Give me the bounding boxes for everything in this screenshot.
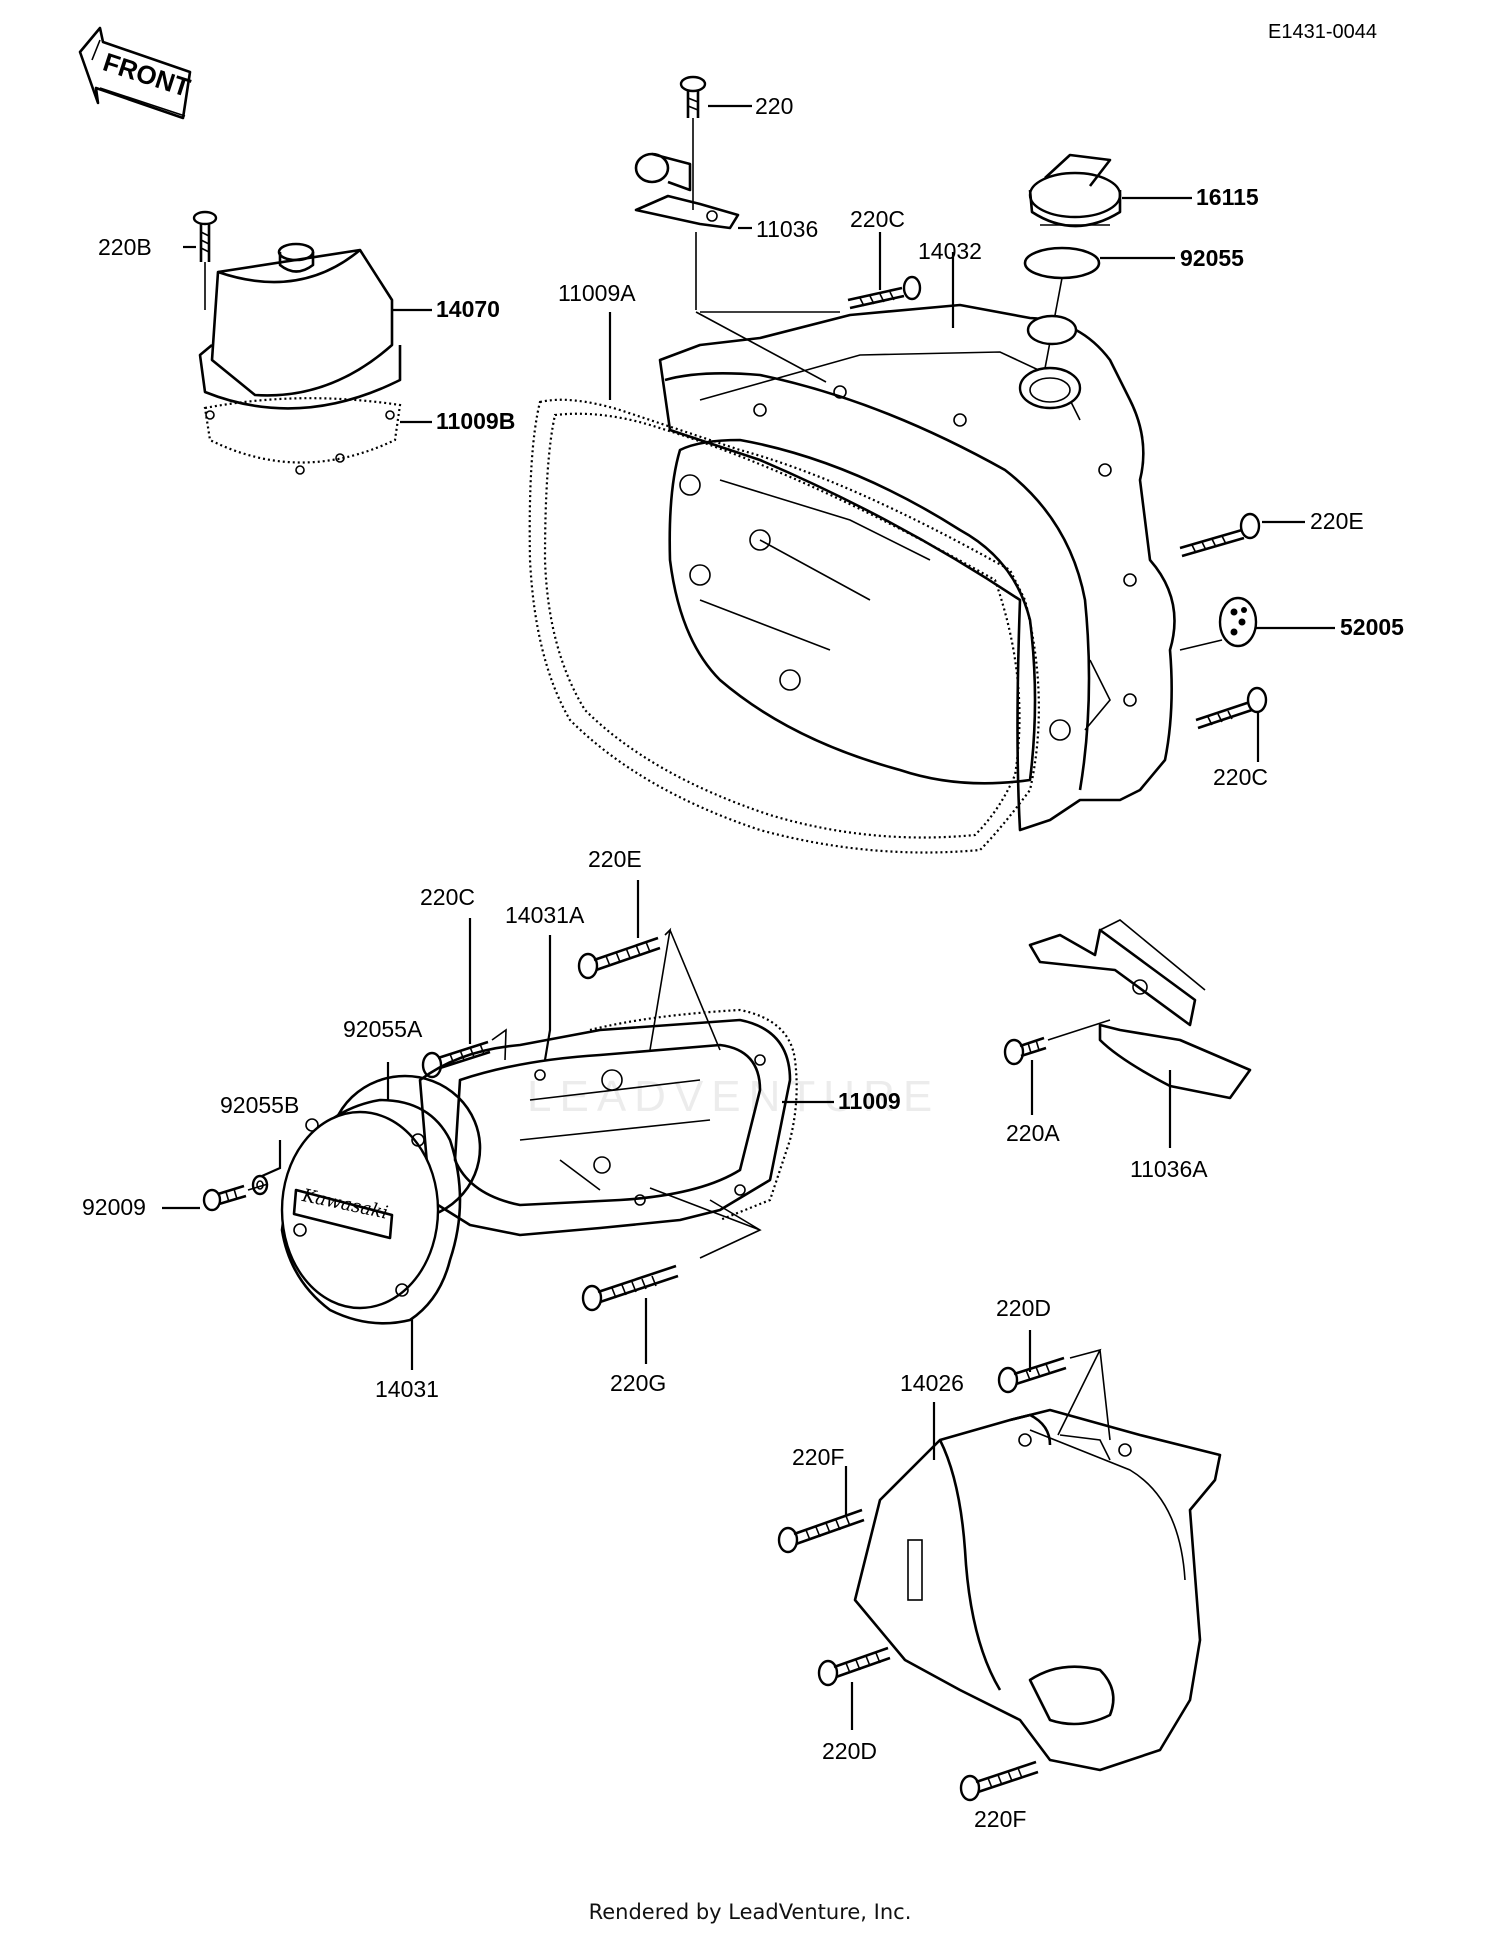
part-11009b-gasket <box>203 397 402 464</box>
label-11036[interactable]: 11036 <box>756 216 819 242</box>
label-220e-mid[interactable]: 220E <box>588 846 642 872</box>
label-92009[interactable]: 92009 <box>82 1194 146 1220</box>
watermark-text: LEADVENTURE <box>527 1072 941 1121</box>
part-11036a-bracket <box>1028 919 1252 1100</box>
bolt-220c-right-icon <box>1195 686 1268 730</box>
part-52005-plug <box>1179 596 1258 651</box>
bolt-220e-mid-icon <box>577 936 661 980</box>
assembly-line <box>695 232 840 383</box>
part-14070-cover <box>198 242 402 475</box>
bolt-220g-icon <box>581 1264 679 1312</box>
label-92055a[interactable]: 92055A <box>343 1016 423 1042</box>
label-220c-top[interactable]: 220C <box>850 206 905 232</box>
label-220g[interactable]: 220G <box>610 1370 667 1396</box>
part-11036-clamp <box>634 152 740 230</box>
label-14026[interactable]: 14026 <box>900 1370 964 1396</box>
label-16115[interactable]: 16115 <box>1196 184 1259 210</box>
bolt-line <box>649 1187 762 1259</box>
label-14070[interactable]: 14070 <box>436 296 500 322</box>
bolt-220e-icon <box>1179 512 1261 558</box>
part-92055-o-ring <box>1023 246 1101 280</box>
bolt-220c-icon <box>847 275 922 310</box>
front-arrow-icon: FRONT <box>78 26 194 120</box>
part-14031-outer-cover: Kawasaki <box>280 1098 462 1325</box>
label-220f-left[interactable]: 220F <box>792 1444 845 1470</box>
bolt-line <box>1057 1348 1111 1441</box>
label-220a[interactable]: 220A <box>1006 1120 1060 1146</box>
bolt-line <box>649 927 721 1051</box>
label-220c-right[interactable]: 220C <box>1213 764 1268 790</box>
label-14031[interactable]: 14031 <box>375 1376 439 1402</box>
leader-lines <box>162 104 1335 1730</box>
diagram-code: E1431-0044 <box>1268 21 1377 43</box>
bolt-220f-left-icon <box>777 1508 865 1554</box>
part-11009-gasket <box>589 1008 798 1222</box>
label-220c-mid[interactable]: 220C <box>420 884 475 910</box>
bolt-220d-top-icon <box>997 1356 1067 1394</box>
screw-92009-icon <box>202 1183 269 1212</box>
label-14032[interactable]: 14032 <box>918 238 982 264</box>
label-11036a[interactable]: 11036A <box>1130 1156 1208 1182</box>
label-11009a[interactable]: 11009A <box>558 280 636 306</box>
screw-220-icon <box>679 75 707 210</box>
screw-220b-icon <box>192 210 218 310</box>
label-14031a[interactable]: 14031A <box>505 902 585 928</box>
label-220[interactable]: 220 <box>755 93 794 119</box>
label-11009[interactable]: 11009 <box>838 1088 901 1114</box>
label-220f-bottom[interactable]: 220F <box>974 1806 1027 1832</box>
part-11009a-gasket-inner <box>543 412 1021 839</box>
part-14026-sprocket-cover <box>853 1408 1222 1772</box>
bolt-220d-bottom-icon <box>817 1646 891 1687</box>
part-14032-clutch-cover <box>658 303 1176 832</box>
label-220e-right[interactable]: 220E <box>1310 508 1364 534</box>
bolt-line <box>491 1028 507 1061</box>
part-14031a-inner-cover <box>418 1018 792 1237</box>
bolt-220a-icon <box>1003 1019 1111 1066</box>
bolt-220c-mid-icon <box>421 1040 491 1079</box>
label-11009b[interactable]: 11009B <box>436 408 516 434</box>
bolt-220f-bottom-icon <box>959 1760 1039 1802</box>
part-16115-oil-cap <box>1028 153 1122 228</box>
label-220b[interactable]: 220B <box>98 234 152 260</box>
label-52005[interactable]: 52005 <box>1340 614 1404 640</box>
footer-credit: Rendered by LeadVenture, Inc. <box>588 1900 912 1924</box>
label-92055b[interactable]: 92055B <box>220 1092 300 1118</box>
label-220d-bottom[interactable]: 220D <box>822 1738 877 1764</box>
label-92055[interactable]: 92055 <box>1180 245 1244 271</box>
label-220d-top[interactable]: 220D <box>996 1295 1051 1321</box>
part-11009a-gasket <box>528 398 1040 854</box>
